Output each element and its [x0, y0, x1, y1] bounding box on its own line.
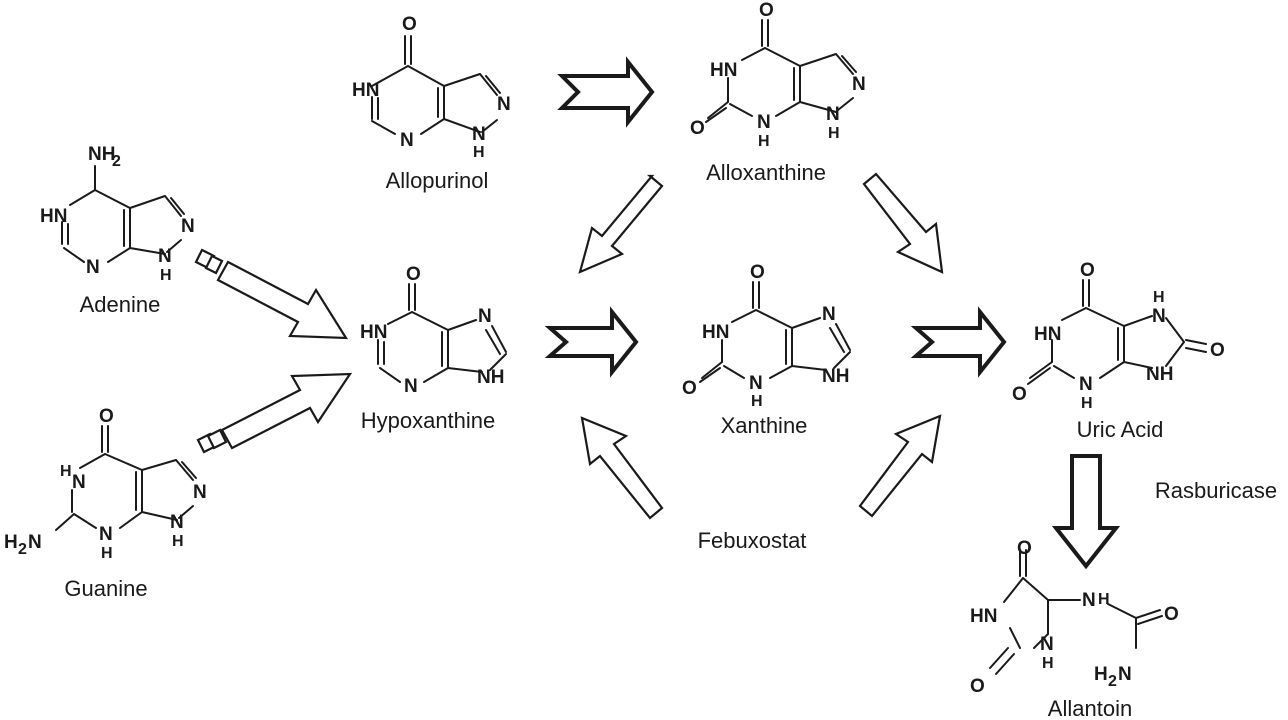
xanthine-structure: O HN O N H N NH Xanthine — [682, 262, 851, 438]
xanthine-n: N — [749, 373, 763, 394]
arrow-alloxanthine-to-hypoxanthine — [578, 174, 664, 274]
arrow-guanine-to-hypoxanthine — [196, 372, 353, 454]
xanthine-n2: N — [822, 304, 836, 325]
uric-acid-nh: NH — [1146, 364, 1173, 385]
allopurinol-hn: HN — [352, 80, 379, 101]
guanine-h2n: H — [4, 532, 18, 553]
febuxostat-label: Febuxostat — [698, 528, 807, 553]
guanine-n3: N — [170, 512, 184, 533]
alloxanthine-h: H — [758, 133, 770, 150]
uric-acid-n-top: N — [1152, 306, 1166, 327]
allantoin-h2n: H — [1094, 664, 1108, 685]
guanine-o: O — [99, 406, 114, 427]
adenine-n3: N — [158, 246, 172, 267]
xanthine-o-top: O — [750, 262, 765, 283]
adenine-nh2-sub: 2 — [112, 153, 121, 170]
uric-acid-structure: O HN O N H H N O NH Uric Acid — [1012, 260, 1225, 442]
xanthine-nh: NH — [822, 366, 849, 387]
hypoxanthine-nh: NH — [477, 367, 504, 388]
arrow-febuxostat-to-uric-acid — [858, 414, 942, 518]
adenine-label: Adenine — [80, 292, 161, 317]
arrow-alloxanthine-to-uric-acid — [862, 172, 944, 274]
allantoin-o-top: O — [1017, 538, 1032, 559]
alloxanthine-o-left: O — [690, 118, 705, 139]
allantoin-hn: HN — [970, 606, 997, 627]
alloxanthine-label: Alloxanthine — [706, 160, 826, 185]
allantoin-label: Allantoin — [1048, 696, 1132, 720]
allopurinol-o: O — [402, 14, 417, 35]
alloxanthine-n2: N — [852, 74, 866, 95]
adenine-n2: N — [181, 216, 195, 237]
hypoxanthine-n: N — [404, 376, 418, 397]
arrow-xanthine-to-uric-acid — [910, 306, 1007, 378]
xanthine-h: H — [751, 393, 763, 410]
adenine-structure: NH 2 HN N N N H Adenine — [40, 144, 195, 317]
allopurinol-h: H — [473, 144, 485, 161]
adenine-h: H — [160, 267, 172, 284]
guanine-n: N — [99, 524, 113, 545]
guanine-h: H — [101, 545, 113, 562]
guanine-n2: N — [193, 482, 207, 503]
xanthine-o-left: O — [682, 378, 697, 399]
guanine-label: Guanine — [64, 576, 147, 601]
allantoin-h-right: H — [1098, 591, 1110, 608]
hypoxanthine-label: Hypoxanthine — [361, 408, 496, 433]
hypoxanthine-structure: O HN N N NH Hypoxanthine — [360, 264, 507, 433]
xanthine-hn: HN — [702, 322, 729, 343]
alloxanthine-n3: N — [826, 104, 840, 125]
allopurinol-n: N — [400, 130, 414, 151]
allantoin-structure: O HN N H O N H O H 2 N Allantoin — [970, 538, 1179, 720]
alloxanthine-hn: HN — [710, 60, 737, 81]
uric-acid-hn: HN — [1034, 324, 1061, 345]
uric-acid-h: H — [1081, 395, 1093, 412]
alloxanthine-structure: O HN O N H N N H Alloxanthine — [690, 0, 866, 185]
adenine-hn: HN — [40, 206, 67, 227]
guanine-h2n-n: N — [28, 532, 42, 553]
alloxanthine-h2: H — [828, 125, 840, 142]
hypoxanthine-hn: HN — [360, 322, 387, 343]
rasburicase-label: Rasburicase — [1155, 478, 1277, 503]
guanine-h-hn: H — [60, 463, 72, 480]
allopurinol-label: Allopurinol — [386, 168, 489, 193]
arrow-adenine-to-hypoxanthine — [194, 248, 349, 340]
allopurinol-structure: O HN N N N H Allopurinol — [352, 14, 511, 193]
allantoin-n: N — [1040, 634, 1054, 655]
uric-acid-n: N — [1079, 374, 1093, 395]
alloxanthine-n: N — [757, 112, 771, 133]
hypoxanthine-o: O — [406, 264, 421, 285]
guanine-h2n-sub: 2 — [18, 541, 27, 558]
guanine-structure: O H N H 2 N N H N N H Guanine — [4, 406, 207, 601]
allopurinol-n3: N — [472, 124, 486, 145]
adenine-n: N — [86, 257, 100, 278]
allantoin-o-bottom: O — [970, 676, 985, 697]
arrow-uric-acid-to-allantoin — [1051, 454, 1121, 570]
allopurinol-n2: N — [497, 94, 511, 115]
guanine-n-hn: N — [72, 472, 86, 493]
uric-acid-o-right: O — [1210, 340, 1225, 361]
xanthine-label: Xanthine — [721, 413, 808, 438]
guanine-h2: H — [172, 533, 184, 550]
uric-acid-h-top: H — [1153, 289, 1165, 306]
allantoin-n-right: N — [1082, 590, 1096, 611]
alloxanthine-o-top: O — [759, 0, 774, 21]
allantoin-o-right: O — [1164, 604, 1179, 625]
hypoxanthine-n2: N — [478, 306, 492, 327]
adenine-nh2: NH — [88, 144, 115, 165]
allantoin-h2n-n: N — [1118, 664, 1132, 685]
allantoin-h: H — [1042, 655, 1054, 672]
arrow-febuxostat-to-hypoxanthine — [580, 416, 664, 520]
allantoin-h2n-sub: 2 — [1108, 673, 1117, 690]
arrow-hypoxanthine-to-xanthine — [544, 306, 639, 378]
arrow-allopurinol-to-alloxanthine — [557, 56, 655, 128]
uric-acid-label: Uric Acid — [1077, 417, 1164, 442]
uric-acid-o-top: O — [1080, 260, 1095, 281]
uric-acid-o-left: O — [1012, 384, 1027, 405]
